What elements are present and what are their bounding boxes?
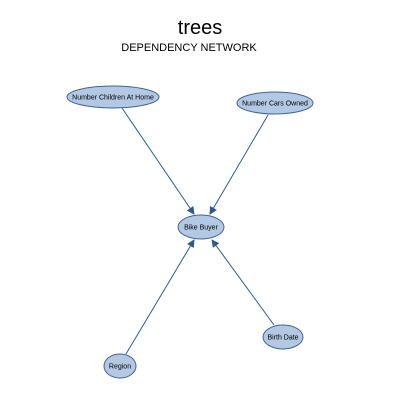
node-number-children-at-home[interactable]: Number Children At Home	[66, 85, 160, 109]
edge-children-to-bike	[121, 107, 195, 215]
node-shape	[236, 91, 314, 115]
node-label: Number Children At Home	[72, 95, 154, 102]
node-birth-date[interactable]: Birth Date	[262, 324, 304, 350]
node-bike-buyer[interactable]: Bike Buyer	[177, 214, 225, 240]
node-shape	[262, 324, 304, 350]
node-number-cars-owned[interactable]: Number Cars Owned	[236, 91, 314, 115]
node-shape	[103, 353, 137, 379]
edge-region-to-bike	[125, 239, 195, 355]
node-label: Number Cars Owned	[242, 101, 308, 108]
node-label: Region	[109, 364, 131, 371]
edge-cars-to-bike	[209, 114, 269, 215]
node-shape	[66, 85, 160, 109]
diagram-title: trees	[177, 17, 223, 39]
node-region[interactable]: Region	[103, 353, 137, 379]
node-shape	[177, 214, 225, 240]
diagram-subtitle: DEPENDENCY NETWORK	[121, 42, 257, 54]
node-label: Birth Date	[267, 335, 298, 342]
node-label: Bike Buyer	[184, 225, 219, 232]
edge-birth-to-bike	[211, 239, 275, 326]
